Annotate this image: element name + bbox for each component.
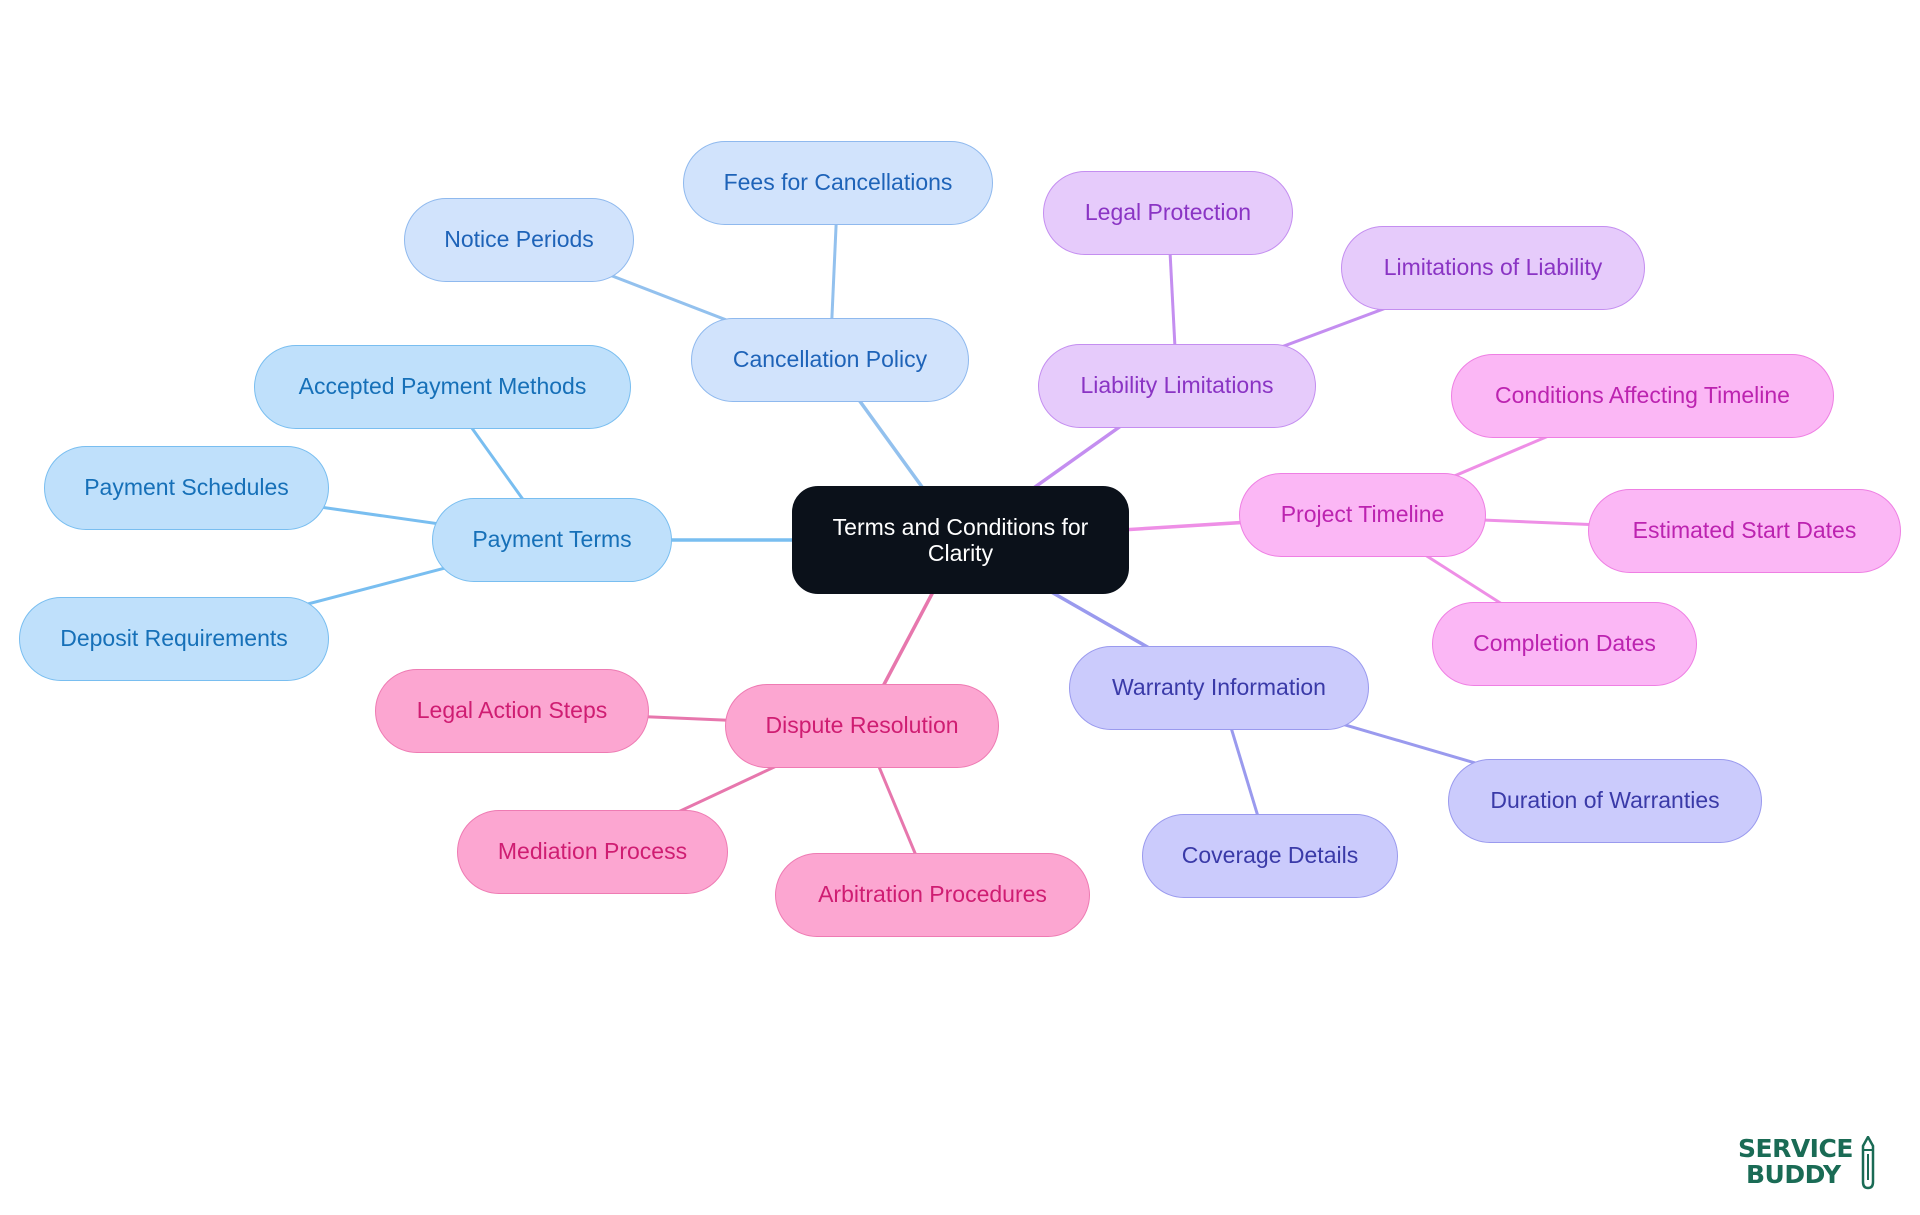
branch-project-timeline[interactable]: Project Timeline <box>1239 473 1486 557</box>
leaf-legal-action-steps[interactable]: Legal Action Steps <box>375 669 649 753</box>
leaf-payment-schedules[interactable]: Payment Schedules <box>44 446 329 530</box>
branch-cancellation-policy[interactable]: Cancellation Policy <box>691 318 969 402</box>
service-buddy-logo: SERVICE BUDDY <box>1738 1134 1878 1192</box>
leaf-completion-dates[interactable]: Completion Dates <box>1432 602 1697 686</box>
leaf-limitations-of-liability[interactable]: Limitations of Liability <box>1341 226 1645 310</box>
root-node[interactable]: Terms and Conditions for Clarity <box>792 486 1129 594</box>
leaf-estimated-start-dates[interactable]: Estimated Start Dates <box>1588 489 1901 573</box>
branch-payment-terms[interactable]: Payment Terms <box>432 498 672 582</box>
branch-liability-limitations[interactable]: Liability Limitations <box>1038 344 1316 428</box>
leaf-accepted-payment-methods[interactable]: Accepted Payment Methods <box>254 345 631 429</box>
leaf-notice-periods[interactable]: Notice Periods <box>404 198 634 282</box>
leaf-conditions-affecting-timeline[interactable]: Conditions Affecting Timeline <box>1451 354 1834 438</box>
leaf-mediation-process[interactable]: Mediation Process <box>457 810 728 894</box>
leaf-duration-of-warranties[interactable]: Duration of Warranties <box>1448 759 1762 843</box>
leaf-arbitration-procedures[interactable]: Arbitration Procedures <box>775 853 1090 937</box>
leaf-coverage-details[interactable]: Coverage Details <box>1142 814 1398 898</box>
logo-line-2: BUDDY <box>1746 1160 1841 1189</box>
leaf-fees-for-cancellations[interactable]: Fees for Cancellations <box>683 141 993 225</box>
leaf-legal-protection[interactable]: Legal Protection <box>1043 171 1293 255</box>
logo-line-1: SERVICE <box>1738 1134 1853 1163</box>
leaf-deposit-requirements[interactable]: Deposit Requirements <box>19 597 329 681</box>
pencil-icon <box>1861 1136 1875 1190</box>
branch-dispute-resolution[interactable]: Dispute Resolution <box>725 684 999 768</box>
branch-warranty-information[interactable]: Warranty Information <box>1069 646 1369 730</box>
